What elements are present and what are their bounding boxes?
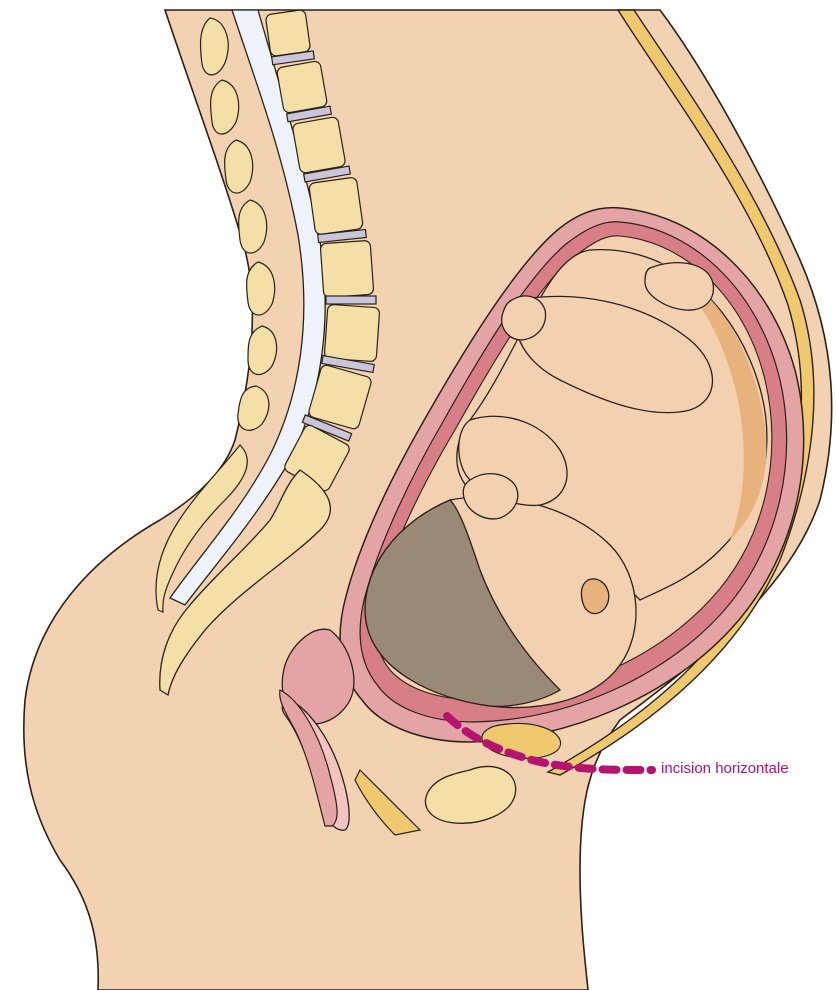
- vertebra: [309, 177, 364, 235]
- disc: [326, 296, 376, 304]
- fetus-ear: [581, 579, 608, 614]
- incision-label: incision horizontale: [661, 760, 789, 777]
- vertebra: [320, 240, 374, 297]
- vertebra: [324, 304, 380, 361]
- vertebra: [292, 116, 346, 173]
- vertebra: [265, 9, 310, 56]
- vertebra: [276, 61, 327, 114]
